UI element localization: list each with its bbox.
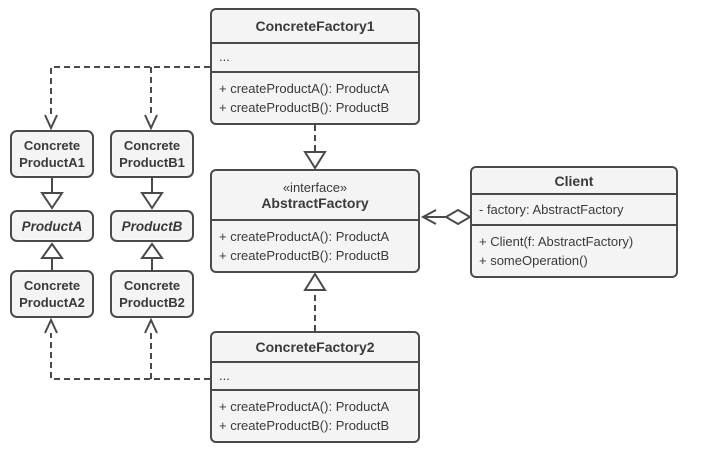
- class-concrete-product-b2: Concrete ProductB2: [110, 270, 194, 318]
- method-row: + Client(f: AbstractFactory): [479, 234, 634, 249]
- class-product-b: ProductB: [110, 210, 194, 242]
- open-arrowhead-icon: [144, 317, 158, 334]
- class-concrete-product-a1: Concrete ProductA1: [10, 130, 94, 178]
- methods-compartment: + Client(f: AbstractFactory) + someOpera…: [472, 224, 676, 276]
- class-title: ConcreteFactory2: [255, 338, 375, 355]
- class-name: AbstractFactory: [261, 194, 369, 211]
- class-name-line: Concrete: [23, 138, 81, 153]
- class-title: «interface» AbstractFactory: [212, 171, 418, 219]
- method-row: + createProductA(): ProductA: [219, 399, 390, 414]
- method-row: + createProductB(): ProductB: [219, 418, 390, 433]
- attributes-compartment: ...: [212, 41, 418, 71]
- class-name-line: Concrete: [123, 138, 181, 153]
- hollow-triangle-icon: [303, 272, 327, 291]
- hollow-triangle-icon: [40, 242, 64, 259]
- stereotype-label: «interface»: [282, 179, 348, 195]
- methods-compartment: + createProductA(): ProductA + createPro…: [212, 389, 418, 441]
- ellipsis-row: ...: [219, 367, 230, 383]
- class-name-line: Concrete: [123, 278, 181, 293]
- method-row: + createProductB(): ProductB: [219, 248, 390, 263]
- generalization-productA1-productA: [40, 178, 64, 210]
- hollow-triangle-icon: [40, 192, 64, 210]
- class-name-line: ProductB1: [119, 155, 185, 170]
- dependency-line: [50, 333, 210, 380]
- dependency-arrowheads-down: [44, 114, 158, 131]
- generalization-productB2-productB: [140, 242, 164, 270]
- class-concrete-factory-2: ConcreteFactory2 ... + createProductA():…: [210, 331, 420, 443]
- class-concrete-product-a2: Concrete ProductA2: [10, 270, 94, 318]
- class-product-a: ProductA: [10, 210, 94, 242]
- class-name-line: Concrete: [23, 278, 81, 293]
- hollow-diamond-icon: [444, 208, 472, 226]
- class-title: ConcreteFactory1: [255, 17, 375, 34]
- dependency-line: [50, 66, 210, 115]
- dependency-arrowheads-up: [44, 317, 158, 334]
- class-name-line: ProductA2: [19, 295, 85, 310]
- class-abstract-factory: «interface» AbstractFactory + createProd…: [210, 169, 420, 273]
- method-row: + createProductB(): ProductB: [219, 100, 390, 115]
- class-name-line: ProductA1: [19, 155, 85, 170]
- attributes-compartment: ...: [212, 360, 418, 389]
- method-row: + createProductA(): ProductA: [219, 229, 390, 244]
- class-name: ProductA: [21, 218, 83, 234]
- attributes-compartment: - factory: AbstractFactory: [472, 193, 676, 224]
- realization-factory2-abstractfactory: [303, 272, 327, 331]
- open-arrowhead-icon: [420, 209, 437, 225]
- generalization-productB1-productB: [140, 178, 164, 210]
- generalization-productA2-productA: [40, 242, 64, 270]
- hollow-triangle-icon: [303, 151, 327, 170]
- method-row: + someOperation(): [479, 253, 588, 268]
- class-name: ProductB: [121, 218, 183, 234]
- methods-compartment: + createProductA(): ProductA + createPro…: [212, 219, 418, 271]
- class-title: Client: [554, 172, 594, 189]
- class-concrete-product-b1: Concrete ProductB1: [110, 130, 194, 178]
- class-client: Client - factory: AbstractFactory + Clie…: [470, 166, 678, 278]
- open-arrowhead-icon: [44, 114, 58, 131]
- attribute-row: - factory: AbstractFactory: [479, 202, 624, 217]
- hollow-triangle-icon: [140, 242, 164, 259]
- aggregation-client-abstractfactory: [420, 208, 472, 226]
- dependency-factory1-to-products: [50, 66, 210, 115]
- method-row: + createProductA(): ProductA: [219, 81, 390, 96]
- class-name-line: ProductB2: [119, 295, 185, 310]
- ellipsis-row: ...: [219, 49, 230, 65]
- class-concrete-factory-1: ConcreteFactory1 ... + createProductA():…: [210, 8, 420, 125]
- dependency-factory2-to-products: [50, 333, 210, 380]
- hollow-triangle-icon: [140, 192, 164, 210]
- open-arrowhead-icon: [144, 114, 158, 131]
- open-arrowhead-icon: [44, 317, 58, 334]
- methods-compartment: + createProductA(): ProductA + createPro…: [212, 71, 418, 123]
- realization-factory1-abstractfactory: [303, 125, 327, 170]
